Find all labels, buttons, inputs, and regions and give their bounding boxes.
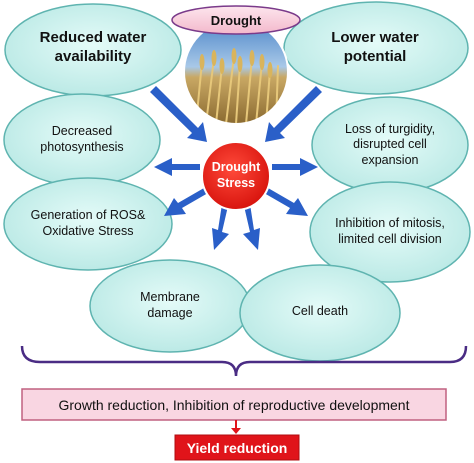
arrow-to-photosynthesis <box>154 158 200 176</box>
drought-tag-label: Drought <box>210 12 262 28</box>
effect-photosynthesis-label: Decreased photosynthesis <box>40 124 124 154</box>
arrow-to-mitosis <box>264 188 308 216</box>
arrow-to-yield <box>231 420 241 434</box>
cause-oval-lower-potential <box>283 1 469 95</box>
yield-reduction-box-shape <box>174 434 300 461</box>
summary-bracket <box>20 345 468 377</box>
arrow-to-cell-death <box>243 204 260 250</box>
wheat-field-photo <box>184 20 288 124</box>
cause-reduced-water: Reduced water availability <box>18 18 168 78</box>
cause-lower-potential-label: Lower water potential <box>331 29 419 65</box>
effect-oval-ros <box>3 177 173 271</box>
growth-reduction-box-shape <box>21 388 447 421</box>
effect-membrane: Membrane damage <box>120 282 220 330</box>
arrow-from-reduced-water <box>150 86 207 142</box>
effect-turgidity-label: Loss of turgidity, disrupted cell expans… <box>344 121 436 167</box>
arrow-to-ros <box>164 188 208 216</box>
effect-membrane-label: Membrane damage <box>140 290 200 320</box>
effect-ros-label: Generation of ROS& Oxidative Stress <box>30 208 146 238</box>
drought-tag: Drought <box>172 6 300 34</box>
arrow-to-turgidity <box>272 158 318 176</box>
cause-reduced-water-label: Reduced water availability <box>39 29 147 65</box>
growth-reduction-label: Growth reduction, Inhibition of reproduc… <box>58 396 410 413</box>
growth-reduction-box: Growth reduction, Inhibition of reproduc… <box>22 389 446 420</box>
arrows <box>150 86 322 250</box>
effect-mitosis-label: Inhibition of mitosis, limited cell divi… <box>335 216 445 246</box>
center-drought-stress-label: Drought Stress <box>211 160 261 190</box>
effect-turgidity: Loss of turgidity, disrupted cell expans… <box>326 114 454 176</box>
effect-ros: Generation of ROS& Oxidative Stress <box>24 194 152 254</box>
effect-cell-death-label: Cell death <box>291 304 349 319</box>
effect-cell-death: Cell death <box>270 292 370 332</box>
arrow-to-membrane <box>212 204 229 250</box>
cause-lower-potential: Lower water potential <box>300 18 450 78</box>
center-drought-stress: Drought Stress <box>206 150 266 202</box>
drought-stress-circle <box>201 141 271 211</box>
effect-photosynthesis: Decreased photosynthesis <box>22 112 142 168</box>
drought-tag-shape <box>171 5 301 35</box>
effect-mitosis: Inhibition of mitosis, limited cell divi… <box>330 200 450 264</box>
yield-reduction-box: Yield reduction <box>175 435 299 460</box>
yield-reduction-label: Yield reduction <box>186 439 288 456</box>
effect-oval-mitosis <box>309 181 471 283</box>
arrow-from-lower-potential <box>265 86 322 142</box>
